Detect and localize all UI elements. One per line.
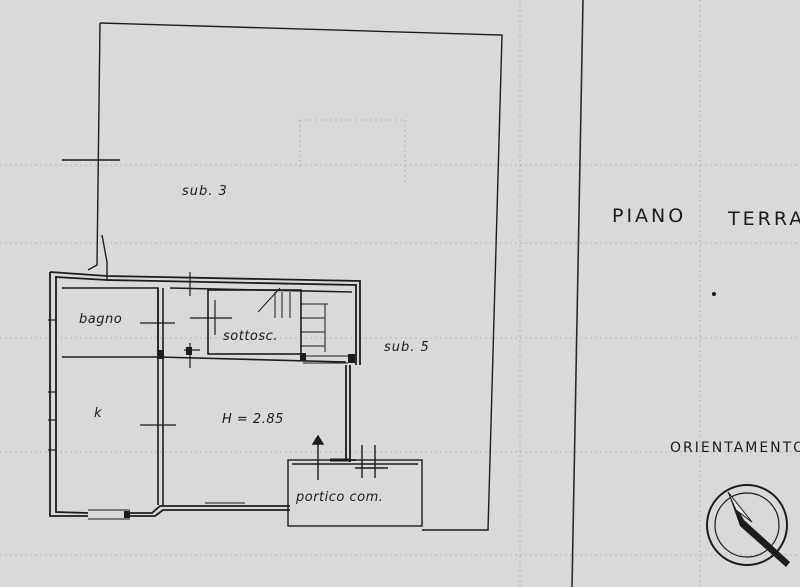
room-label-portico: portico com. xyxy=(296,490,384,505)
room-height-label: H = 2.85 xyxy=(222,412,284,427)
tick-marks xyxy=(48,272,232,451)
orientation-label: ORIENTAMENTO xyxy=(670,440,800,456)
floor-title-word2: TERRA xyxy=(728,208,800,230)
sub-5-label: sub. 5 xyxy=(384,340,430,355)
room-label-sottoscala: sottosc. xyxy=(223,329,278,344)
south-window xyxy=(88,502,245,520)
lot-outline xyxy=(62,22,503,531)
room-label-bagno: bagno xyxy=(79,312,123,327)
sub-3-label: sub. 3 xyxy=(182,184,228,199)
floor-title-word1: PIANO xyxy=(612,205,687,227)
room-label-k: k xyxy=(94,406,103,421)
portico-area xyxy=(287,434,423,527)
building-walls xyxy=(49,271,361,517)
compass-north-arrow-icon xyxy=(706,484,790,567)
sheet-margin-line xyxy=(571,0,584,587)
ink-dot xyxy=(712,292,716,296)
wall-posts xyxy=(124,347,355,518)
stair xyxy=(257,287,348,364)
